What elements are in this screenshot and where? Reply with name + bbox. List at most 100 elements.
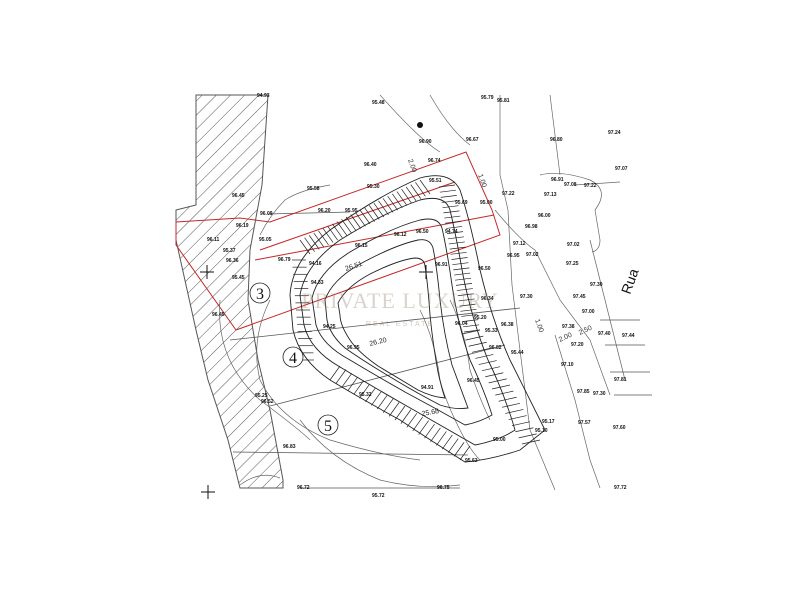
elevation-label: 96.45 [467, 378, 480, 384]
elevation-label: 97.85 [577, 389, 590, 395]
contour-label-3: 25.68 [421, 408, 440, 418]
elevation-label: 97.30 [593, 391, 606, 397]
elevation-label: 97.07 [615, 166, 628, 172]
elevation-label: 95.48 [372, 100, 385, 106]
elevation-label: 97.12 [513, 241, 526, 247]
elevation-label: 95.95 [345, 208, 358, 214]
terrain-lines [219, 94, 626, 491]
elevation-label: 96.79 [278, 257, 291, 263]
elevation-label: 96.91 [435, 262, 448, 268]
elevation-label: 95.32 [359, 392, 372, 398]
elevation-label: 95.05 [259, 237, 272, 243]
elevation-label: 95.10 [535, 428, 548, 434]
elevation-label: 96.04 [455, 321, 468, 327]
elevation-label: 97.45 [573, 294, 586, 300]
elevation-label: 96.00 [538, 213, 551, 219]
elevation-label: 96.45 [232, 193, 245, 199]
elevation-label: 96.72 [297, 485, 310, 491]
elevation-label: 96.80 [550, 137, 563, 143]
elevation-label: 97.24 [608, 130, 621, 136]
elevation-label: 97.57 [578, 420, 591, 426]
elevation-label: 97.30 [590, 282, 603, 288]
elevation-label: 96.91 [551, 177, 564, 183]
elevation-label: 97.02 [567, 242, 580, 248]
elevation-label: 96.95 [507, 253, 520, 259]
elevation-label: 95.45 [232, 275, 245, 281]
lot-number-4: 4 [289, 350, 297, 367]
elevation-label: 97.20 [571, 342, 584, 348]
elevation-label: 96.45 [212, 312, 225, 318]
street-name-label: Rua [618, 266, 642, 296]
elevation-label: 96.34 [481, 296, 494, 302]
elevation-label: 97.22 [502, 191, 515, 197]
elevation-label: 94.33 [311, 280, 324, 286]
elevation-label: 96.19 [236, 223, 249, 229]
property-boundary [175, 151, 501, 331]
elevation-label: 96.50 [416, 229, 429, 235]
elevation-label: 95.00 [480, 200, 493, 206]
elevation-label: 95.44 [511, 350, 524, 356]
elevation-label: 96.67 [466, 137, 479, 143]
elevation-label: 97.08 [564, 182, 577, 188]
elevation-label: 94.16 [309, 261, 322, 267]
elevation-label: 96.50 [478, 266, 491, 272]
elevation-label: 96.82 [489, 345, 502, 351]
elevation-label: 95.30 [367, 184, 380, 190]
watermark-brand: PRIVATE LUXURY [301, 288, 499, 313]
elevation-label: 97.40 [598, 331, 611, 337]
elevation-label: 97.22 [584, 183, 597, 189]
elevation-label: 96.98 [525, 224, 538, 230]
elevation-label: 95.51 [429, 178, 442, 184]
elevation-label: 95.81 [497, 98, 510, 104]
elevation-label: 96.83 [283, 444, 296, 450]
contour-label-1: 26.51 [344, 261, 363, 273]
elevation-label: 94.93 [257, 93, 270, 99]
elevation-label: 96.12 [394, 232, 407, 238]
elevation-label: 96.38 [501, 322, 514, 328]
watermark-tagline: REAL ESTATE [366, 321, 434, 328]
elevation-label: 94.25 [323, 324, 336, 330]
elevation-label: 95.79 [481, 95, 494, 101]
elevation-label: 97.60 [613, 425, 626, 431]
elevation-label: 96.95 [347, 345, 360, 351]
elevation-label: 94.74 [445, 229, 458, 235]
elevation-label: 97.30 [520, 294, 533, 300]
elevation-label: 95.17 [542, 419, 555, 425]
elevation-label: 97.72 [614, 485, 627, 491]
elevation-label: 97.38 [562, 324, 575, 330]
survey-point-marker [417, 122, 423, 128]
elevation-label: 95.58 [307, 186, 320, 192]
elevation-label: 94.91 [421, 385, 434, 391]
dimension-label-2: 1.00 [476, 173, 487, 188]
elevation-label: 95.69 [455, 200, 468, 206]
elevation-label: 96.20 [318, 208, 331, 214]
elevation-label: 96.11 [207, 237, 219, 243]
elevation-label: 95.33 [485, 328, 498, 334]
lot-markers: 3 4 5 [249, 282, 339, 436]
watermark: PRIVATE LUXURY REAL ESTATE [301, 288, 499, 328]
elevation-label: 96.75 [437, 485, 450, 491]
slope-hatching [292, 179, 541, 461]
elevation-label: 97.02 [526, 252, 539, 258]
contour-label-2: 26.20 [369, 337, 388, 348]
elevation-label: 97.25 [566, 261, 579, 267]
elevation-label: 97.10 [561, 362, 574, 368]
elevation-label: 96.09 [260, 211, 273, 217]
crosshair-markers [200, 265, 433, 499]
lot-number-3: 3 [256, 286, 264, 303]
elevation-label: 95.25 [255, 393, 268, 399]
elevation-label: 95.72 [372, 493, 385, 499]
elevation-label: 95.37 [223, 248, 236, 254]
elevation-label: 95.00 [493, 437, 506, 443]
elevation-label: 97.81 [614, 377, 627, 383]
elevation-label: 97.00 [582, 309, 595, 315]
elevation-label: 95.20 [474, 315, 487, 321]
parking-lines [600, 319, 652, 396]
elevation-label: 96.40 [364, 162, 377, 168]
dimension-label-1: 2.00 [406, 158, 417, 173]
elevation-label: 95.62 [465, 458, 478, 464]
elevation-label: 96.52 [261, 399, 274, 405]
